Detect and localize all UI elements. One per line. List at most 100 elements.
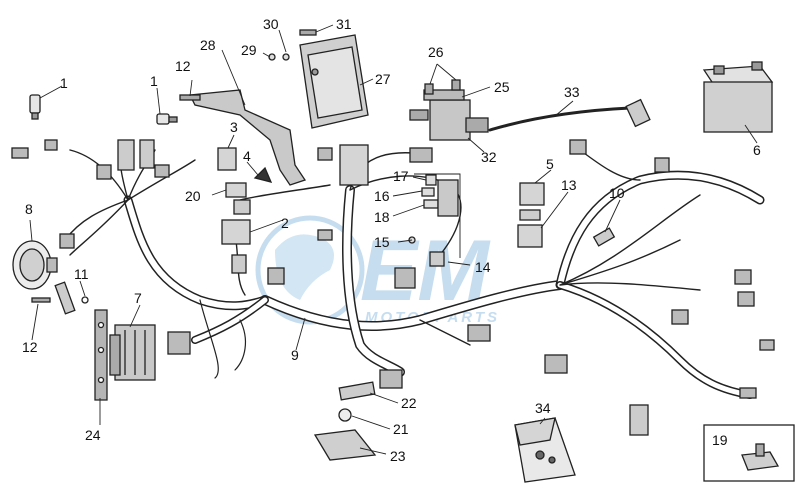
connector-a bbox=[11, 147, 29, 159]
part-26-screw-a bbox=[424, 83, 434, 95]
callout-20: 20 bbox=[185, 188, 201, 204]
wire-loop-lower bbox=[199, 299, 247, 379]
part-1-bulb-right bbox=[156, 113, 178, 125]
part-34-toolkit bbox=[514, 417, 576, 483]
callout-12-top: 12 bbox=[175, 58, 191, 74]
callout-26: 26 bbox=[428, 44, 444, 60]
callout-14: 14 bbox=[475, 259, 491, 275]
callout-4: 4 bbox=[243, 148, 251, 164]
connector-k bbox=[734, 269, 752, 285]
callout-11: 11 bbox=[74, 266, 89, 282]
callout-28: 28 bbox=[200, 37, 216, 53]
part-5-relay bbox=[519, 182, 545, 206]
part-27-ecu bbox=[299, 34, 369, 129]
ecu-connector bbox=[339, 144, 369, 186]
part-26-screw-b bbox=[451, 79, 461, 91]
callout-17: 17 bbox=[393, 168, 409, 184]
part-19-box bbox=[703, 424, 795, 482]
callout-32: 32 bbox=[481, 149, 497, 165]
connector-m bbox=[671, 309, 689, 325]
part-32-ignition-coil bbox=[409, 99, 489, 141]
callout-16: 16 bbox=[374, 188, 390, 204]
part-20-relay bbox=[225, 182, 247, 198]
right-trunk-up bbox=[555, 170, 765, 290]
callout-2: 2 bbox=[281, 215, 289, 231]
part-6-battery bbox=[702, 61, 774, 133]
watermark-globe-land bbox=[275, 234, 334, 300]
part-7-regulator bbox=[109, 324, 156, 381]
thin-wires-right bbox=[559, 149, 701, 291]
part-25-bracket bbox=[423, 89, 465, 101]
part-14-connector bbox=[429, 251, 445, 267]
wire-33 bbox=[488, 106, 632, 132]
part-16-fuse bbox=[421, 187, 435, 197]
right-trunk-up-inner bbox=[557, 172, 763, 288]
connector-i bbox=[317, 229, 333, 241]
connector-f bbox=[154, 164, 170, 178]
connector-q bbox=[544, 354, 568, 374]
callout-22: 22 bbox=[401, 395, 417, 411]
leader-lines bbox=[29, 24, 758, 455]
callout-30: 30 bbox=[263, 16, 279, 32]
callout-1-right: 1 bbox=[150, 73, 158, 89]
connector-b bbox=[44, 139, 58, 151]
connector-v bbox=[379, 369, 403, 389]
callout-9: 9 bbox=[291, 347, 299, 363]
vertical-trunk-inner bbox=[343, 186, 404, 376]
part-17-fuse bbox=[425, 174, 437, 186]
connector-p bbox=[629, 404, 649, 436]
part-3-relay bbox=[217, 147, 237, 171]
part-24-bracket bbox=[94, 309, 108, 401]
connector-t bbox=[569, 139, 587, 155]
wire-horn bbox=[69, 199, 129, 256]
connector-n bbox=[759, 339, 775, 351]
branch-regulator-inner bbox=[192, 297, 268, 343]
callout-3: 3 bbox=[230, 119, 238, 135]
part-2-relay bbox=[221, 219, 251, 245]
part-20-holder bbox=[233, 199, 251, 215]
callout-6: 6 bbox=[753, 142, 761, 158]
harness-wires bbox=[64, 106, 765, 399]
callout-1-left: 1 bbox=[60, 75, 68, 91]
callout-25: 25 bbox=[494, 79, 510, 95]
part-23-bracket bbox=[313, 429, 377, 461]
connector-h bbox=[267, 267, 285, 285]
callout-29: 29 bbox=[241, 42, 257, 58]
callout-15: 15 bbox=[374, 234, 390, 250]
connector-g bbox=[59, 233, 75, 249]
connector-s bbox=[394, 267, 416, 289]
fuse-box bbox=[437, 179, 459, 217]
connector-u bbox=[654, 157, 670, 173]
part-31-screw bbox=[299, 29, 317, 36]
part-11-bracket bbox=[54, 281, 76, 315]
part-28-bracket bbox=[188, 89, 307, 186]
connector-r bbox=[467, 324, 491, 342]
main-trunk-left-inner bbox=[125, 197, 268, 309]
callout-31: 31 bbox=[336, 16, 352, 32]
part-33-plug-cap bbox=[625, 98, 651, 128]
callout-19: 19 bbox=[712, 432, 728, 448]
part-12-bolt-left bbox=[31, 297, 51, 303]
callout-33: 33 bbox=[564, 84, 580, 100]
part-8-horn bbox=[12, 240, 58, 290]
callout-34: 34 bbox=[535, 400, 551, 416]
callout-23: 23 bbox=[390, 448, 406, 464]
callout-labels: 1 1 2 3 4 5 6 7 8 9 10 11 12 12 13 14 15… bbox=[22, 16, 761, 464]
part-13-relay bbox=[517, 224, 543, 248]
callout-21: 21 bbox=[393, 421, 409, 437]
part-10-terminal bbox=[592, 227, 616, 247]
callout-8: 8 bbox=[25, 201, 33, 217]
part-30-washer bbox=[282, 53, 290, 61]
regulator-connector bbox=[167, 331, 191, 355]
callout-24: 24 bbox=[85, 427, 101, 443]
ecu-plug bbox=[317, 147, 333, 161]
connector-e bbox=[96, 164, 112, 180]
part-1-bulb-left bbox=[29, 94, 41, 120]
part-11-washer bbox=[81, 296, 89, 304]
connector-o bbox=[739, 387, 757, 399]
callout-18: 18 bbox=[374, 209, 390, 225]
callout-7: 7 bbox=[134, 290, 142, 306]
callout-10: 10 bbox=[609, 185, 625, 201]
connector-l bbox=[737, 291, 755, 307]
